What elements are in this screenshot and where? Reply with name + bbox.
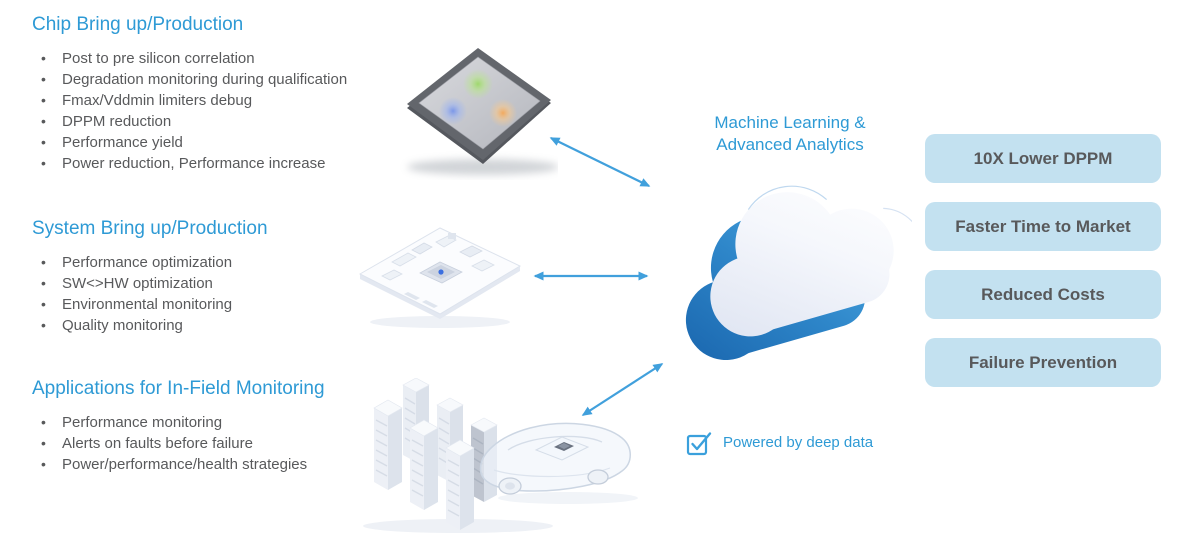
server-racks-and-car-illustration [363, 378, 638, 533]
benefit-box-time-to-market: Faster Time to Market [925, 202, 1161, 251]
section-infield-bullets: Performance monitoring Alerts on faults … [32, 412, 402, 475]
checkbox-checked-icon [686, 432, 712, 456]
arrow-chip-to-cloud [549, 137, 651, 187]
bullet-item: Post to pre silicon correlation [32, 48, 402, 69]
bullet-item: Quality monitoring [32, 315, 402, 336]
bullet-item: Fmax/Vddmin limiters debug [32, 90, 402, 111]
ghost-car [479, 422, 631, 495]
cloud-label-line2: Advanced Analytics [716, 135, 864, 154]
section-infield-title: Applications for In-Field Monitoring [32, 378, 325, 399]
bullet-item: Degradation monitoring during qualificat… [32, 69, 402, 90]
benefit-box-dppm: 10X Lower DPPM [925, 134, 1161, 183]
benefit-box-reduced-costs: Reduced Costs [925, 270, 1161, 319]
section-system-title: System Bring up/Production [32, 218, 268, 239]
bullet-item: DPPM reduction [32, 111, 402, 132]
section-infield: Applications for In-Field Monitoring Per… [32, 378, 402, 475]
bullet-item: Performance monitoring [32, 412, 402, 433]
section-chip-title: Chip Bring up/Production [32, 14, 244, 35]
powered-by-row: Powered by deep data [686, 429, 873, 456]
bullet-item: Power/performance/health strategies [32, 454, 402, 475]
section-chip-bullets: Post to pre silicon correlation Degradat… [32, 48, 402, 174]
section-chip: Chip Bring up/Production Post to pre sil… [32, 14, 402, 174]
bullet-item: Power reduction, Performance increase [32, 153, 402, 174]
cloud-label-line1: Machine Learning & [714, 113, 866, 132]
cloud-3d-icon [685, 185, 912, 361]
section-system: System Bring up/Production Performance o… [32, 218, 402, 336]
bullet-item: SW<>HW optimization [32, 273, 402, 294]
cloud-body [710, 192, 894, 337]
powered-by-label: Powered by deep data [723, 434, 874, 451]
pcb-board-illustration [358, 227, 522, 328]
bullet-item: Performance yield [32, 132, 402, 153]
arrow-field-to-cloud [581, 363, 664, 416]
bullet-item: Environmental monitoring [32, 294, 402, 315]
bullet-item: Alerts on faults before failure [32, 433, 402, 454]
bullet-item: Performance optimization [32, 252, 402, 273]
benefit-box-failure-prevention: Failure Prevention [925, 338, 1161, 387]
benefits-column: 10X Lower DPPM Faster Time to Market Red… [925, 134, 1161, 387]
cloud-label: Machine Learning & Advanced Analytics [680, 112, 900, 156]
section-system-bullets: Performance optimization SW<>HW optimiza… [32, 252, 402, 336]
server-rack-front-row [373, 399, 475, 530]
chip-die-illustration [407, 48, 558, 175]
